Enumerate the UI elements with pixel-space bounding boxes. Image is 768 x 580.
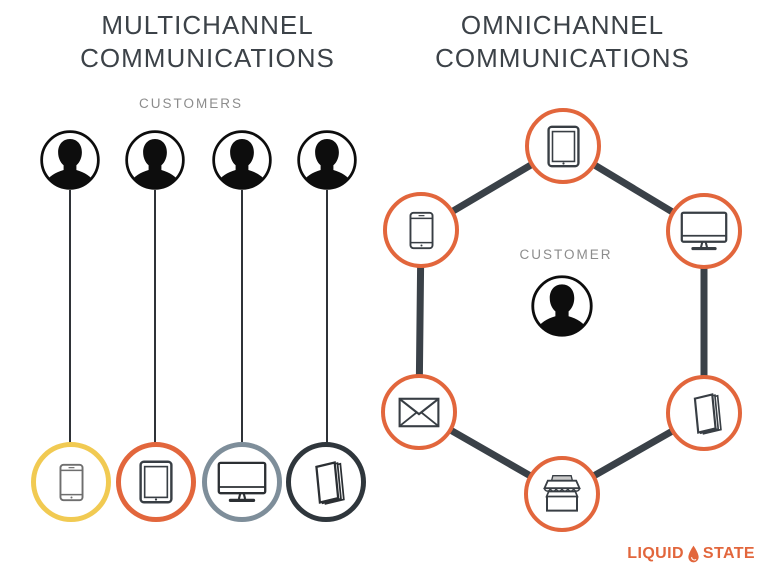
customer-label: CUSTOMER: [519, 247, 613, 262]
multichannel-node-desktop: [202, 442, 282, 522]
customers-label: CUSTOMERS: [138, 96, 243, 111]
channel-connector-line: [154, 190, 156, 443]
multichannel-title: MULTICHANNEL COMMUNICATIONS: [15, 9, 400, 75]
desktop-monitor-icon: [217, 461, 267, 504]
smartphone-icon: [59, 463, 84, 502]
channel-connector-line: [69, 190, 71, 443]
brochure-icon: [685, 391, 723, 436]
omnichannel-node-tablet: [525, 108, 601, 184]
omnichannel-title-line1: OMNICHANNEL: [460, 10, 665, 40]
envelope-icon: [398, 397, 440, 428]
omnichannel-title-line2: COMMUNICATIONS: [435, 43, 690, 73]
omnichannel-node-brochure: [666, 375, 742, 451]
channel-connector-line: [241, 190, 243, 443]
customer-avatar-icon: [123, 128, 187, 192]
desktop-monitor-icon: [680, 211, 728, 252]
multichannel-node-tablet: [116, 442, 196, 522]
channel-connector-line: [326, 190, 328, 443]
logo-text-state: STATE: [702, 545, 755, 562]
customer-avatar-icon: [210, 128, 274, 192]
customer-avatar-icon: [529, 273, 595, 339]
tablet-icon: [139, 460, 173, 504]
omnichannel-node-envelope: [381, 374, 457, 450]
liquid-state-logo: LIQUID STATE: [627, 545, 755, 563]
multichannel-title-line1: MULTICHANNEL: [101, 10, 314, 40]
customer-avatar-icon: [38, 128, 102, 192]
multichannel-node-brochure: [286, 442, 366, 522]
storefront-icon: [540, 474, 584, 514]
customer-avatar-icon: [295, 128, 359, 192]
multichannel-title-line2: COMMUNICATIONS: [80, 43, 335, 73]
smartphone-icon: [409, 211, 434, 250]
brochure-icon: [306, 459, 346, 506]
omnichannel-node-smartphone: [383, 192, 459, 268]
logo-text-liquid: LIQUID: [627, 545, 684, 562]
multichannel-node-smartphone: [31, 442, 111, 522]
omnichannel-title: OMNICHANNEL COMMUNICATIONS: [380, 9, 745, 75]
omnichannel-node-desktop: [666, 193, 742, 269]
tablet-icon: [547, 125, 580, 168]
omnichannel-node-storefront: [524, 456, 600, 532]
